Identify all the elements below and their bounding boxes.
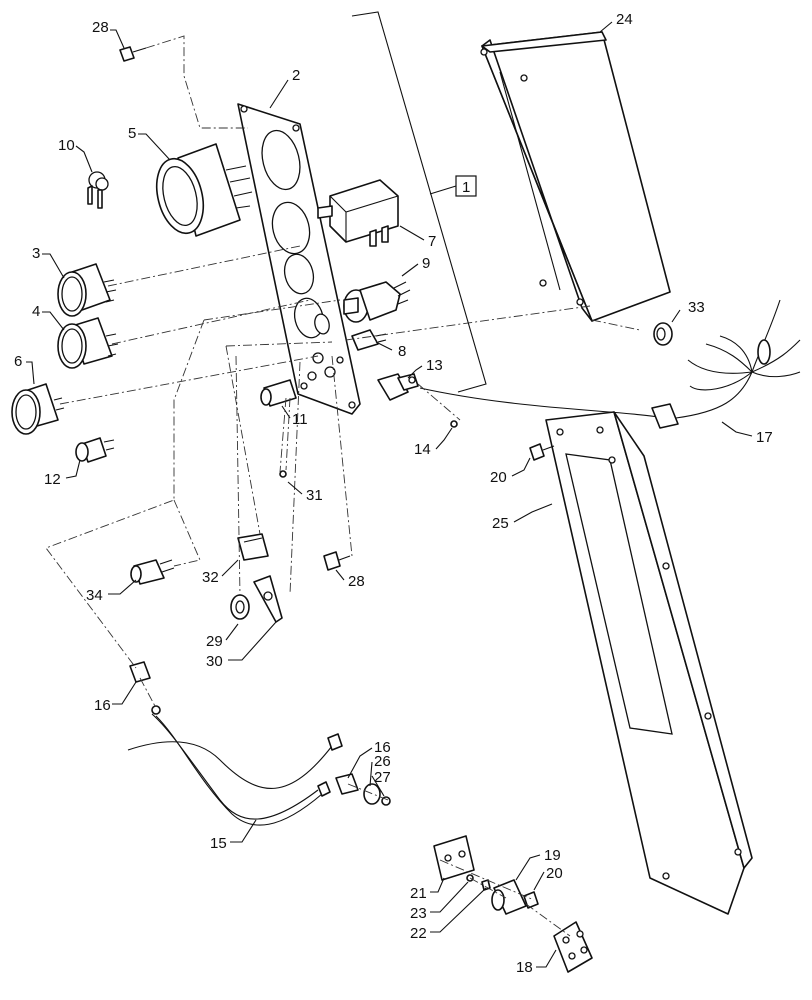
- callout-27: 27: [374, 769, 391, 786]
- bolt-part-28-top: [119, 46, 147, 62]
- callout-6: 6: [14, 353, 22, 370]
- callout-31: 31: [306, 487, 323, 504]
- label-plate-part-30: [253, 575, 283, 623]
- gauge-part-6: [11, 383, 65, 435]
- screw-part-31: [279, 470, 287, 478]
- callout-4: 4: [32, 303, 40, 320]
- leader-lines: [26, 21, 753, 968]
- callout-1: 1: [462, 179, 470, 196]
- callout-2: 2: [292, 67, 300, 84]
- hose-part-15: [127, 705, 343, 826]
- callout-box-1: [455, 175, 477, 197]
- assembly-bracket-part-1: [351, 11, 487, 393]
- callout-7: 7: [428, 233, 436, 250]
- callout-15: 15: [210, 835, 227, 852]
- screw-part-14: [450, 420, 458, 428]
- callout-32: 32: [202, 569, 219, 586]
- switch-part-8: [351, 329, 387, 351]
- callout-20-upper: 20: [490, 469, 507, 486]
- callout-10: 10: [58, 137, 75, 154]
- callout-9: 9: [422, 255, 430, 272]
- wire-harness-part-17: [419, 299, 801, 429]
- gauge-part-4: [57, 317, 119, 369]
- elbow-fitting-part-16-left: [129, 661, 151, 683]
- spacer-part-11: [260, 379, 297, 407]
- relay-part-7: [317, 179, 399, 247]
- instrument-panel-part-2: [237, 103, 361, 415]
- callout-20-lower: 20: [546, 865, 563, 882]
- callout-11: 11: [292, 411, 308, 428]
- cap-part-32: [237, 533, 269, 561]
- assembly-lines: [45, 35, 641, 937]
- callout-21: 21: [410, 885, 427, 902]
- cover-plate-part-18: [553, 921, 593, 973]
- callout-29: 29: [206, 633, 223, 650]
- callout-24: 24: [616, 11, 633, 28]
- bolt-part-28-lower: [323, 551, 351, 571]
- callout-23: 23: [410, 905, 427, 922]
- callout-19: 19: [544, 847, 561, 864]
- callout-12: 12: [44, 471, 61, 488]
- callout-25: 25: [492, 515, 509, 532]
- callout-13: 13: [426, 357, 443, 374]
- callout-18: 18: [516, 959, 533, 976]
- connector-part-19: [491, 879, 527, 915]
- bolt-part-20-upper: [529, 443, 555, 461]
- gauge-part-3: [57, 263, 117, 317]
- indicator-light-part-12: [75, 437, 115, 463]
- callout-5: 5: [128, 125, 136, 142]
- callout-17: 17: [756, 429, 773, 446]
- callout-33: 33: [688, 299, 705, 316]
- callout-26: 26: [374, 753, 391, 770]
- bracket-part-21: [433, 835, 475, 881]
- callout-30: 30: [206, 653, 223, 670]
- callout-16-left: 16: [94, 697, 111, 714]
- nut-part-29: [230, 594, 250, 620]
- rocker-switch-part-34: [130, 559, 175, 585]
- grommet-part-33: [653, 322, 673, 346]
- ignition-switch-part-9: [343, 281, 411, 323]
- callout-34: 34: [86, 587, 103, 604]
- washer-part-27: [381, 796, 391, 806]
- keys-part-10: [87, 171, 109, 209]
- cover-box-part-24: [480, 31, 671, 322]
- toggle-switch-part-13: [377, 373, 419, 401]
- callout-labels: 28 2 24 5 10 1 7 3 9 4 33 8 6 13 11 14 1…: [14, 11, 773, 976]
- callout-8: 8: [398, 343, 406, 360]
- callout-28-top: 28: [92, 19, 109, 36]
- support-post-part-25: [545, 411, 753, 915]
- callout-3: 3: [32, 245, 40, 262]
- large-gauge-part-5: [155, 143, 253, 237]
- callout-14: 14: [414, 441, 431, 458]
- callout-22: 22: [410, 925, 427, 942]
- elbow-fitting-part-16-right: [335, 773, 359, 795]
- callout-16-right: 16: [374, 739, 391, 756]
- callout-28-lower: 28: [348, 573, 365, 590]
